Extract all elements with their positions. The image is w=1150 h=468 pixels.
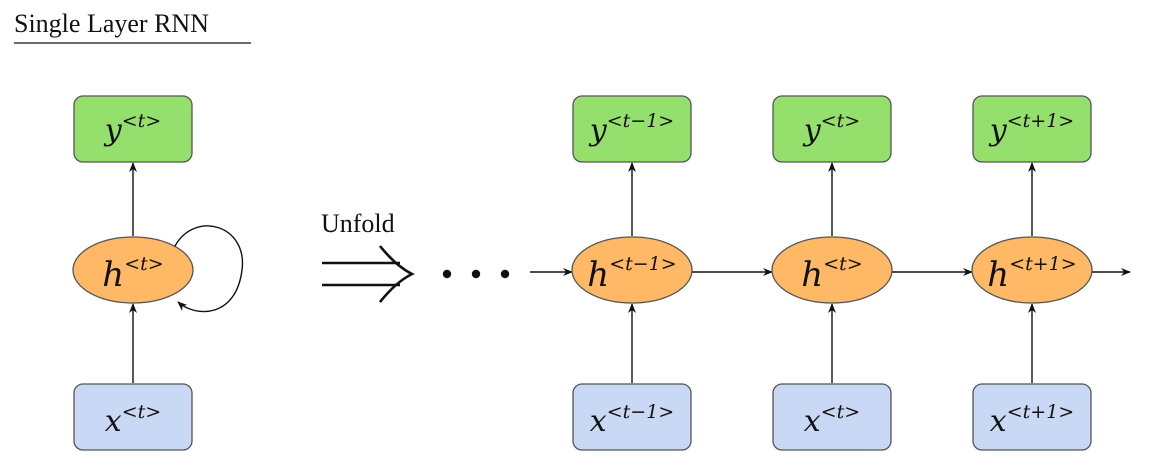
unfold-label: Unfold	[321, 209, 395, 238]
output-label: y<t−1>	[588, 110, 674, 148]
input-node	[972, 383, 1092, 451]
output-node	[572, 95, 692, 163]
hidden-state-node	[72, 236, 194, 304]
input-label: x<t>	[804, 401, 860, 439]
input-node	[772, 383, 892, 451]
hidden-state-node	[971, 236, 1093, 304]
implies-arrow-icon	[322, 245, 415, 303]
hidden-state-label: h<t>	[801, 253, 862, 295]
ellipsis-icon	[442, 269, 510, 279]
hidden-state-node	[571, 236, 693, 304]
timestep-current: y<t> h<t> x<t>	[771, 95, 893, 451]
input-node	[572, 383, 692, 451]
output-label: y<t>	[802, 110, 860, 148]
output-node	[73, 95, 193, 163]
input-label: x<t−1>	[590, 401, 674, 439]
output-node	[772, 95, 892, 163]
input-label: x<t>	[105, 401, 161, 439]
diagram-title: Single Layer RNN	[14, 9, 209, 38]
recurrent-self-loop	[174, 225, 244, 313]
output-label: y<t>	[103, 110, 161, 148]
hidden-state-label: h<t+1>	[987, 253, 1076, 295]
output-label: y<t+1>	[988, 110, 1074, 148]
timestep-next: y<t+1> h<t+1> x<t+1>	[971, 95, 1093, 451]
input-label: x<t+1>	[990, 401, 1074, 439]
timestep-prev: y<t−1> h<t−1> x<t−1>	[571, 95, 693, 451]
input-node	[73, 383, 193, 451]
edges	[129, 162, 1131, 383]
unfolded-rnn: y<t−1> h<t−1> x<t−1> y<t> h<t> x<t> y<t+…	[571, 95, 1093, 451]
hidden-state-label: h<t>	[102, 253, 163, 295]
output-node	[972, 95, 1092, 163]
hidden-state-node	[771, 236, 893, 304]
folded-rnn: y<t> h<t> x<t>	[72, 95, 194, 451]
hidden-state-label: h<t−1>	[587, 253, 676, 295]
